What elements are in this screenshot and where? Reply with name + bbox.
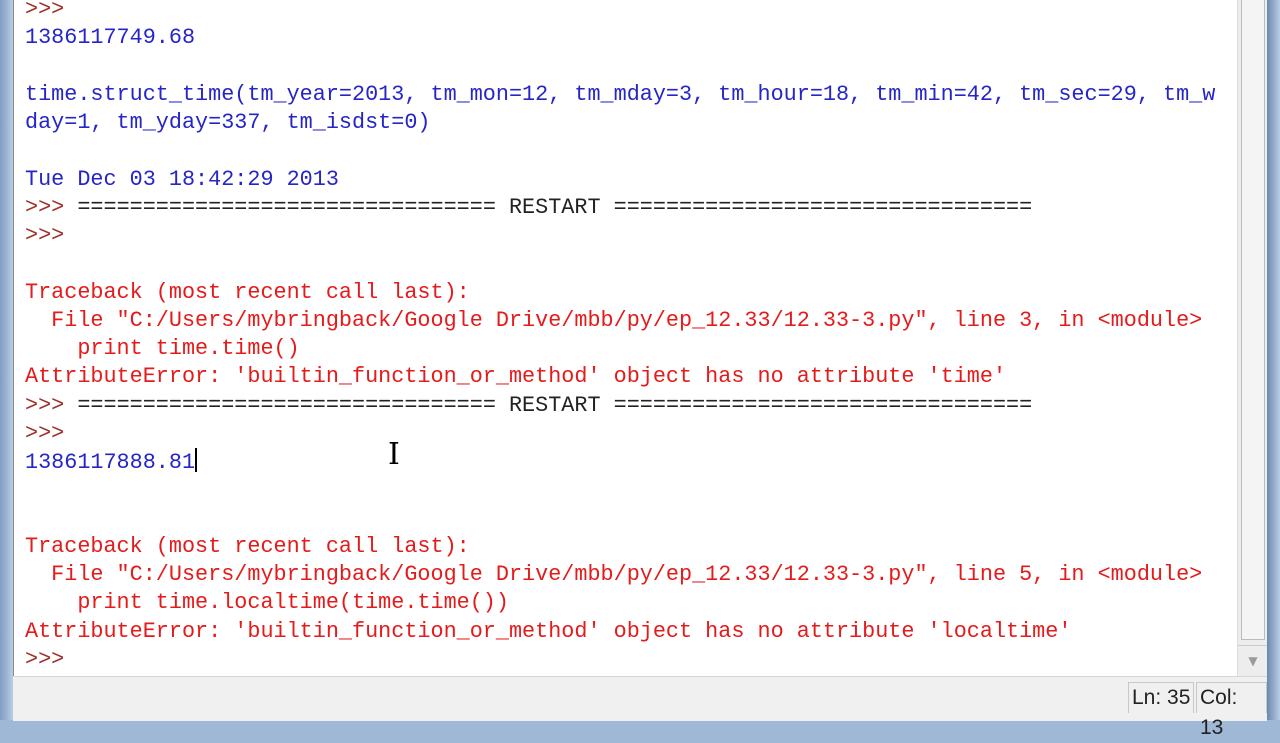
line-text: File "C:/Users/mybringback/Google Drive/…: [25, 307, 1203, 333]
restart-banner: ================================ RESTART…: [77, 392, 1033, 418]
line-text: Traceback (most recent call last):: [25, 279, 470, 305]
restart-banner: ================================ RESTART…: [77, 194, 1033, 220]
shell-line-err: Traceback (most recent call last):: [25, 533, 1215, 561]
line-text: print time.time(): [25, 336, 300, 361]
prompt: >>>: [25, 194, 78, 220]
mouse-ibeam-cursor-icon: I: [388, 437, 400, 472]
line-text: >>>: [25, 223, 65, 248]
shell-line-out: time.struct_time(tm_year=2013, tm_mon=12…: [25, 81, 1215, 109]
vertical-scrollbar[interactable]: ▼: [1237, 0, 1268, 676]
line-text: Traceback (most recent call last):: [25, 533, 470, 559]
shell-line-err: AttributeError: 'builtin_function_or_met…: [25, 618, 1215, 646]
line-text: >>>: [25, 420, 65, 446]
shell-line-prompt: >>>: [25, 222, 1215, 250]
line-text: day=1, tm_yday=337, tm_isdst=0): [25, 110, 431, 135]
shell-line-blank: [25, 53, 1215, 81]
line-text: AttributeError: 'builtin_function_or_met…: [25, 618, 1072, 644]
status-bar: Ln: 35 Col: 13: [13, 676, 1267, 739]
line-text: time.struct_time(tm_year=2013, tm_mon=12…: [25, 81, 1216, 107]
prompt: >>>: [25, 392, 78, 418]
shell-line-blank: [25, 476, 1215, 504]
shell-line-out: 1386117888.81: [25, 448, 1215, 476]
line-text: print time.localtime(time.time()): [25, 590, 509, 616]
shell-line-blank: [25, 505, 1215, 533]
text-caret: [195, 448, 198, 472]
shell-line-blank: [25, 137, 1215, 165]
scroll-down-arrow-icon[interactable]: ▼: [1238, 645, 1268, 676]
shell-line-err: File "C:/Users/mybringback/Google Drive/…: [25, 561, 1215, 589]
shell-line-err: File "C:/Users/mybringback/Google Drive/…: [25, 307, 1215, 335]
shell-line-err: Traceback (most recent call last):: [25, 279, 1215, 307]
shell-line-blank: [25, 250, 1215, 278]
shell-line-out: Tue Dec 03 18:42:29 2013: [25, 166, 1215, 194]
window-frame-right: [1267, 0, 1280, 720]
line-text: AttributeError: 'builtin_function_or_met…: [25, 364, 1007, 390]
shell-line-prompt: >>>: [25, 420, 1215, 448]
scrollbar-thumb[interactable]: [1241, 0, 1265, 640]
shell-line-prompt: >>>: [25, 646, 1215, 674]
shell-line-err: print time.localtime(time.time()): [25, 589, 1215, 617]
column-number: Col: 13: [1196, 682, 1267, 739]
line-text: 1386117888.81: [25, 450, 196, 475]
shell-line-err: print time.time(): [25, 335, 1215, 363]
line-text: >>>: [25, 646, 65, 672]
shell-output: >>> 1386117749.68 time.struct_time(tm_year…: [25, 0, 1215, 674]
python-shell-text-area[interactable]: >>> 1386117749.68 time.struct_time(tm_year…: [13, 0, 1238, 676]
window-frame-left: [0, 0, 13, 720]
shell-line-prompt: >>>: [25, 0, 1215, 24]
line-text: >>>: [25, 0, 65, 22]
shell-line-out: 1386117749.68: [25, 24, 1215, 52]
shell-line-out: day=1, tm_yday=337, tm_isdst=0): [25, 109, 1215, 137]
shell-line-restart: >>> ================================ RES…: [25, 392, 1215, 420]
shell-line-err: AttributeError: 'builtin_function_or_met…: [25, 363, 1215, 391]
line-text: 1386117749.68: [25, 25, 196, 51]
shell-line-restart: >>> ================================ RES…: [25, 194, 1215, 222]
line-text: File "C:/Users/mybringback/Google Drive/…: [25, 562, 1203, 587]
line-text: Tue Dec 03 18:42:29 2013: [25, 166, 339, 192]
line-number: Ln: 35: [1128, 682, 1195, 713]
